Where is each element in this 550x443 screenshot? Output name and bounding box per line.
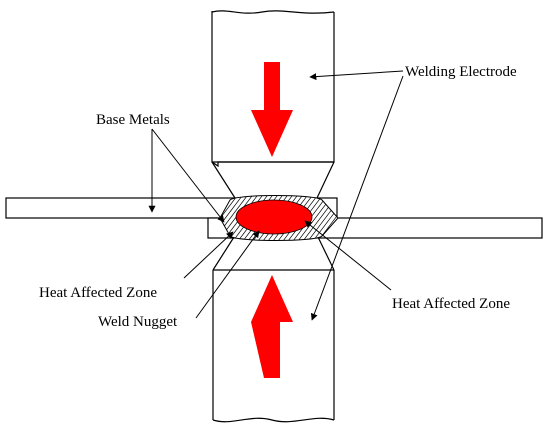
leader-lines — [148, 70, 404, 321]
haz-hatch-line — [314, 195, 338, 241]
haz-hatch-line — [220, 195, 251, 241]
leader-haz-left — [183, 231, 234, 279]
label-heat-affected-zone-right: Heat Affected Zone — [392, 296, 510, 312]
label-welding-electrode: Welding Electrode — [405, 64, 517, 80]
label-weld-nugget: Weld Nugget — [98, 314, 178, 330]
leader-weld-nugget — [195, 230, 260, 319]
haz-hatch-line — [220, 195, 241, 241]
upper-electrode — [211, 10, 335, 199]
haz-hatch-line — [304, 195, 338, 241]
leader-electrode-upper — [309, 70, 404, 81]
label-heat-affected-zone-left: Heat Affected Zone — [39, 285, 157, 301]
label-base-metals: Base Metals — [96, 112, 170, 128]
leader-haz-right — [304, 220, 392, 291]
leader-base-metal-haz — [151, 128, 225, 223]
weld-nugget — [235, 199, 313, 235]
haz-hatch-line — [309, 195, 338, 241]
haz-hatch-line — [220, 195, 246, 241]
up-force-arrow — [251, 275, 293, 378]
down-force-arrow — [251, 62, 293, 157]
leader-electrode-lower — [310, 75, 404, 321]
